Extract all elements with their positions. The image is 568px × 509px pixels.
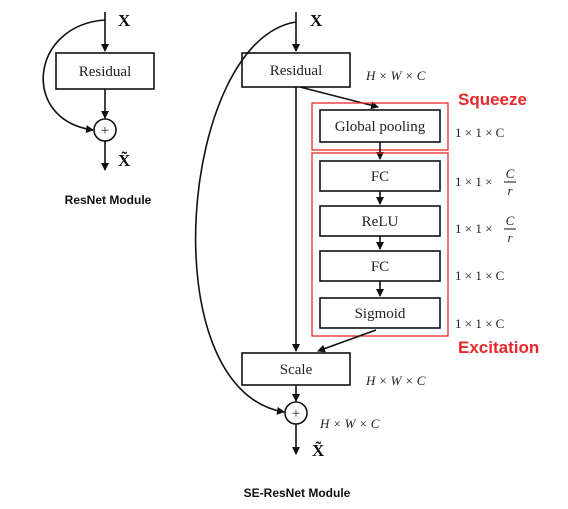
relu-dim-numerator: C [506, 213, 515, 228]
global-pooling-label: Global pooling [335, 119, 426, 135]
se-sum-symbol: + [292, 406, 300, 422]
resnet-skip-connection [42, 19, 106, 134]
relu-label: ReLU [362, 214, 399, 230]
global-pooling-dim: 1 × 1 × C [455, 125, 504, 140]
relu-box [319, 205, 441, 237]
se-residual-dim: H × W × C [365, 68, 426, 83]
se-caption: SE-ResNet Module [244, 486, 351, 500]
fc1-dim-denominator: r [507, 183, 513, 198]
sigmoid-to-scale-arrow [317, 329, 377, 353]
fc1-dim-numerator: C [506, 166, 515, 181]
resnet-module: X Residual + X̃ ResNet Module [42, 11, 155, 207]
se-resnet-module: X Residual H × W × C Squeeze Global pool… [194, 11, 539, 500]
resnet-caption: ResNet Module [65, 193, 152, 207]
se-input-label: X [310, 11, 323, 30]
fc2-box [319, 250, 441, 282]
resnet-sum-symbol: + [101, 123, 109, 139]
se-skip-connection [194, 21, 297, 415]
excitation-label: Excitation [458, 338, 539, 357]
relu-dim-prefix: 1 × 1 × [455, 221, 492, 236]
scale-box [241, 352, 351, 386]
scale-label: Scale [280, 362, 313, 378]
se-residual-label: Residual [270, 63, 323, 79]
sigmoid-label: Sigmoid [355, 306, 406, 322]
scale-dim: H × W × C [365, 373, 426, 388]
se-sum-dim: H × W × C [319, 416, 380, 431]
fc1-box [319, 160, 441, 192]
sigmoid-box [319, 297, 441, 329]
sigmoid-dim: 1 × 1 × C [455, 316, 504, 331]
se-output-label: X̃ [312, 440, 325, 460]
fc2-dim: 1 × 1 × C [455, 268, 504, 283]
relu-dim-denominator: r [507, 230, 513, 245]
fc1-label: FC [371, 169, 389, 185]
resnet-input-label: X [118, 11, 131, 30]
resnet-output-label: X̃ [118, 150, 131, 170]
resnet-residual-label: Residual [79, 64, 132, 80]
fc1-dim-prefix: 1 × 1 × [455, 174, 492, 189]
se-branch-arrow [299, 86, 379, 110]
excitation-region [311, 152, 449, 337]
squeeze-label: Squeeze [458, 90, 527, 109]
fc2-label: FC [371, 259, 389, 275]
